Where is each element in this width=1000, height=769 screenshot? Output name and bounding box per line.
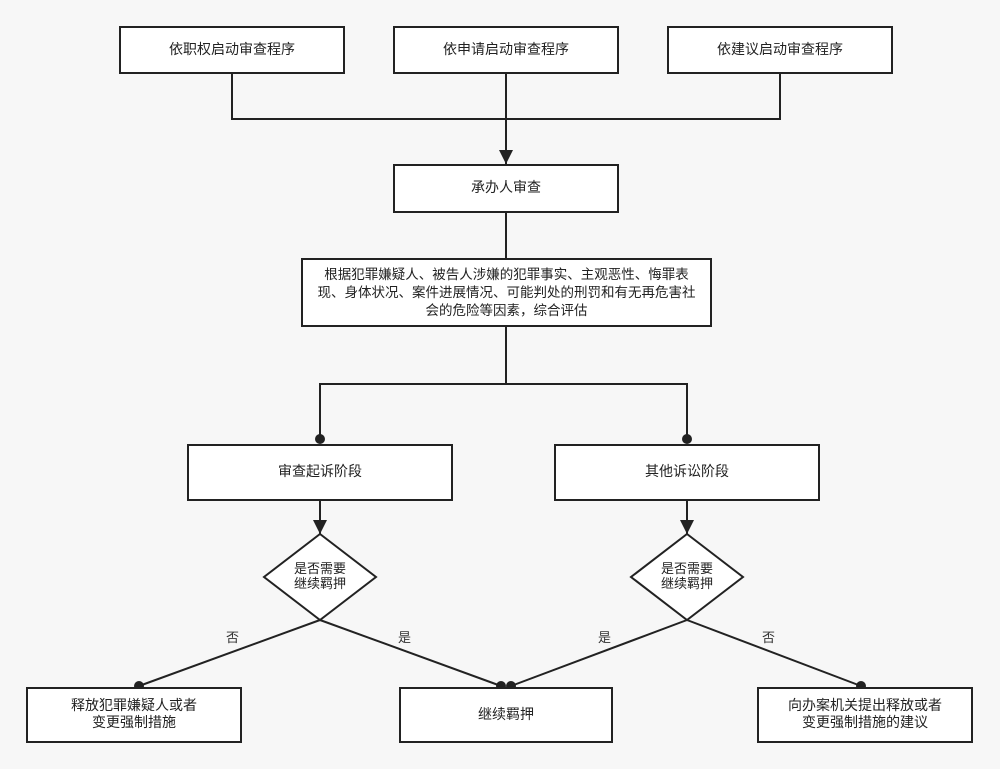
connector-assessment-to-other (506, 383, 688, 439)
decision-right-label: 是否需要 继续羁押 (660, 562, 713, 592)
edge-label-right-no: 否 (762, 631, 776, 646)
connector-assessment-to-prosecution (319, 326, 507, 439)
junction-dot (682, 434, 692, 444)
connector-left-no (138, 619, 321, 687)
connector-left-yes (319, 619, 502, 687)
decision-left-label: 是否需要 继续羁押 (293, 562, 346, 592)
suggest-release-box: 向办案机关提出释放或者 变更强制措施的建议 (757, 687, 973, 743)
handler-review-box: 承办人审查 (393, 164, 619, 213)
connector-authority-merge (231, 73, 506, 120)
assessment-box: 根据犯罪嫌疑人、被告人涉嫌的犯罪事实、主观恶性、悔罪表现、身体状况、案件进展情况… (301, 258, 712, 327)
start-suggestion-box: 依建议启动审查程序 (667, 26, 893, 74)
prosecution-stage-box: 审查起诉阶段 (187, 444, 453, 501)
edge-label-left-yes: 是 (398, 631, 412, 646)
decision-diamond-left (262, 532, 378, 622)
connector-right-no (686, 619, 862, 687)
junction-dot (315, 434, 325, 444)
connector-suggestion-merge (506, 73, 781, 120)
start-application-box: 依申请启动审查程序 (393, 26, 619, 74)
connector-right-yes (510, 619, 688, 687)
start-authority-box: 依职权启动审查程序 (119, 26, 345, 74)
decision-diamond-right (629, 532, 745, 622)
edge-label-right-yes: 是 (598, 631, 612, 646)
release-or-change-box: 释放犯罪嫌疑人或者 变更强制措施 (26, 687, 242, 743)
edge-label-left-no: 否 (226, 631, 240, 646)
continue-detention-box: 继续羁押 (399, 687, 613, 743)
other-stage-box: 其他诉讼阶段 (554, 444, 820, 501)
